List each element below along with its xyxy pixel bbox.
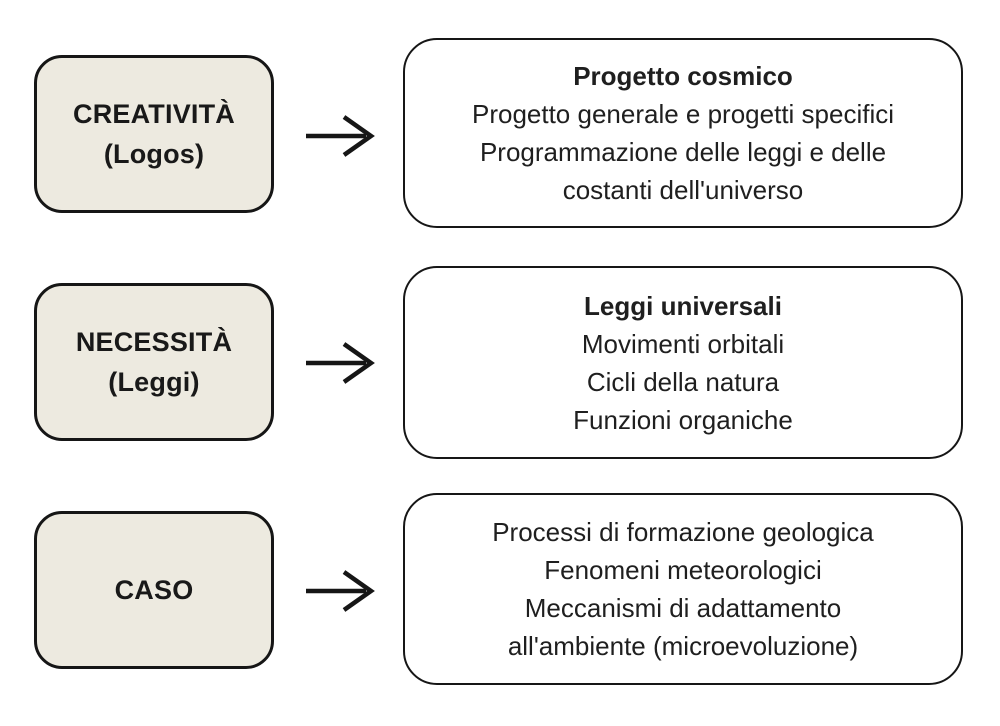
text-line: Cicli della natura — [586, 366, 780, 397]
target-box-progetto-cosmico: Progetto cosmico Progetto generale e pro… — [403, 38, 963, 228]
source-box-necessita: NECESSITÀ (Leggi) — [34, 283, 274, 441]
text-line: Processi di formazione geologica — [492, 517, 874, 547]
text-line: CASO — [114, 575, 194, 605]
source-box-creativita: CREATIVITÀ (Logos) — [34, 55, 274, 213]
arrow-row-3 — [304, 568, 376, 614]
target-box-title: Progetto cosmico — [573, 61, 793, 91]
right-arrow-icon — [306, 342, 375, 384]
right-arrow-icon — [306, 570, 375, 612]
text-line: (Logos) — [103, 139, 205, 169]
text-line: Funzioni organiche — [573, 404, 793, 435]
text-line: Fenomeni meteorologici — [544, 555, 822, 585]
text-line: Meccanismi di adattamento — [524, 593, 842, 623]
source-box-caso: CASO — [34, 511, 274, 669]
text-line: Programmazione delle leggi e delle — [479, 137, 887, 167]
right-arrow-icon — [306, 115, 375, 157]
text-line: all'ambiente (microevoluzione) — [507, 631, 859, 661]
text-line: NECESSITÀ — [75, 327, 233, 357]
text-line: Movimenti orbitali — [581, 328, 785, 359]
target-box-title: Leggi universali — [584, 290, 782, 321]
arrow-row-2 — [304, 340, 376, 386]
arrow-row-1 — [304, 113, 376, 159]
text-line: costanti dell'universo — [562, 175, 804, 205]
text-line: CREATIVITÀ — [73, 99, 235, 129]
text-line: Progetto generale e progetti specifici — [471, 99, 895, 129]
text-line: (Leggi) — [108, 367, 200, 397]
